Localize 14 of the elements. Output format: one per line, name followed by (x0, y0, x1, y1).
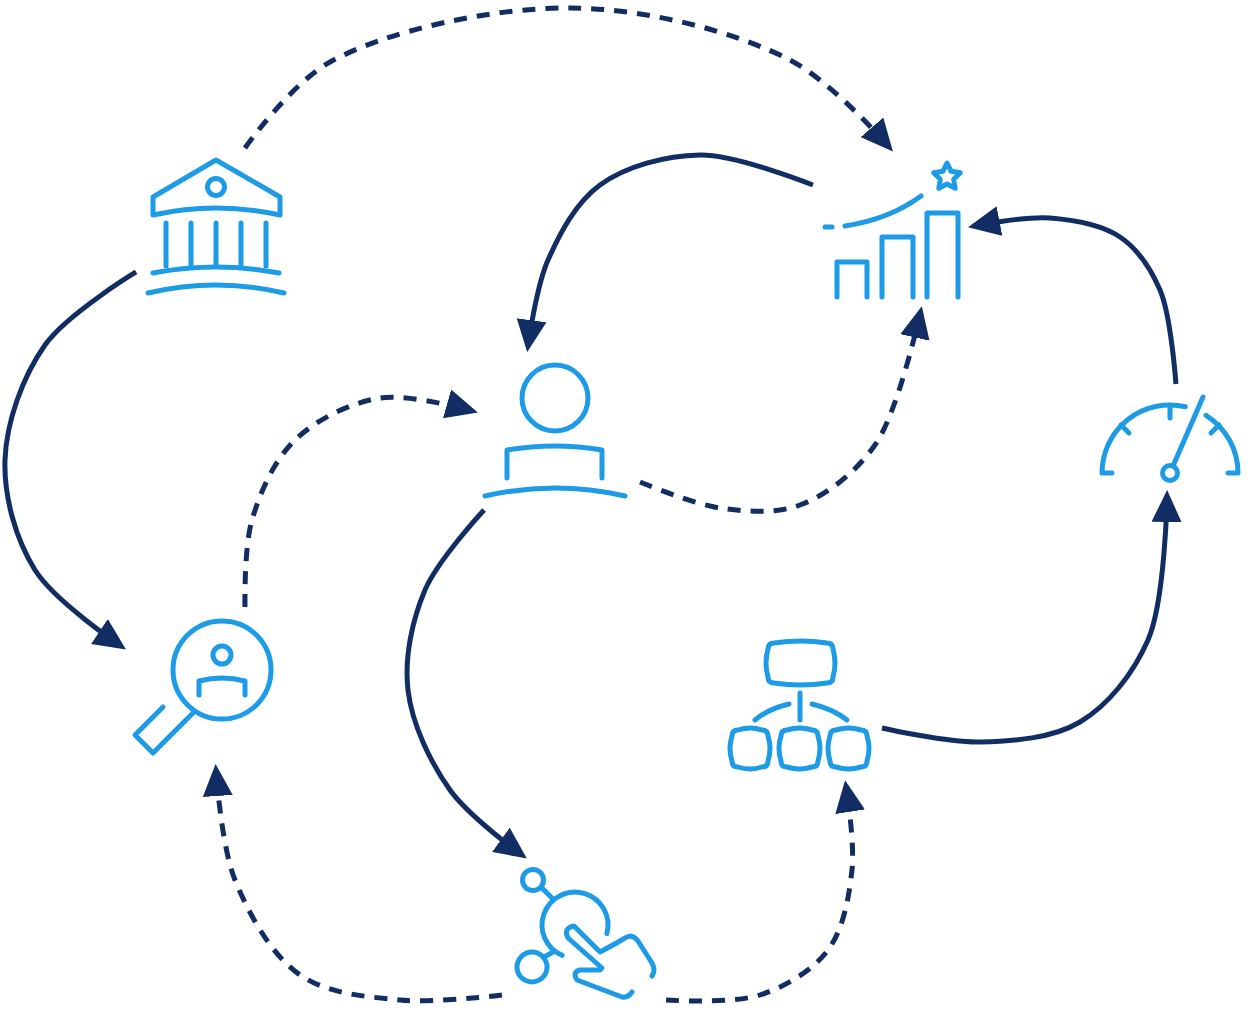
arrow (881, 489, 1182, 745)
arrow (404, 508, 527, 859)
dashed-arrow (639, 306, 930, 514)
dashed-arrow (242, 389, 478, 607)
arrow (2, 269, 138, 650)
org-chart-icon (726, 637, 874, 773)
dashed-arrow (202, 764, 503, 1004)
person-icon (480, 360, 630, 500)
arrow (968, 206, 1179, 385)
dashed-arrow (665, 780, 865, 1004)
dashed-arrow (242, 5, 893, 152)
bank-icon (145, 155, 287, 298)
growth-chart-icon (820, 157, 964, 300)
arrow (516, 152, 814, 352)
